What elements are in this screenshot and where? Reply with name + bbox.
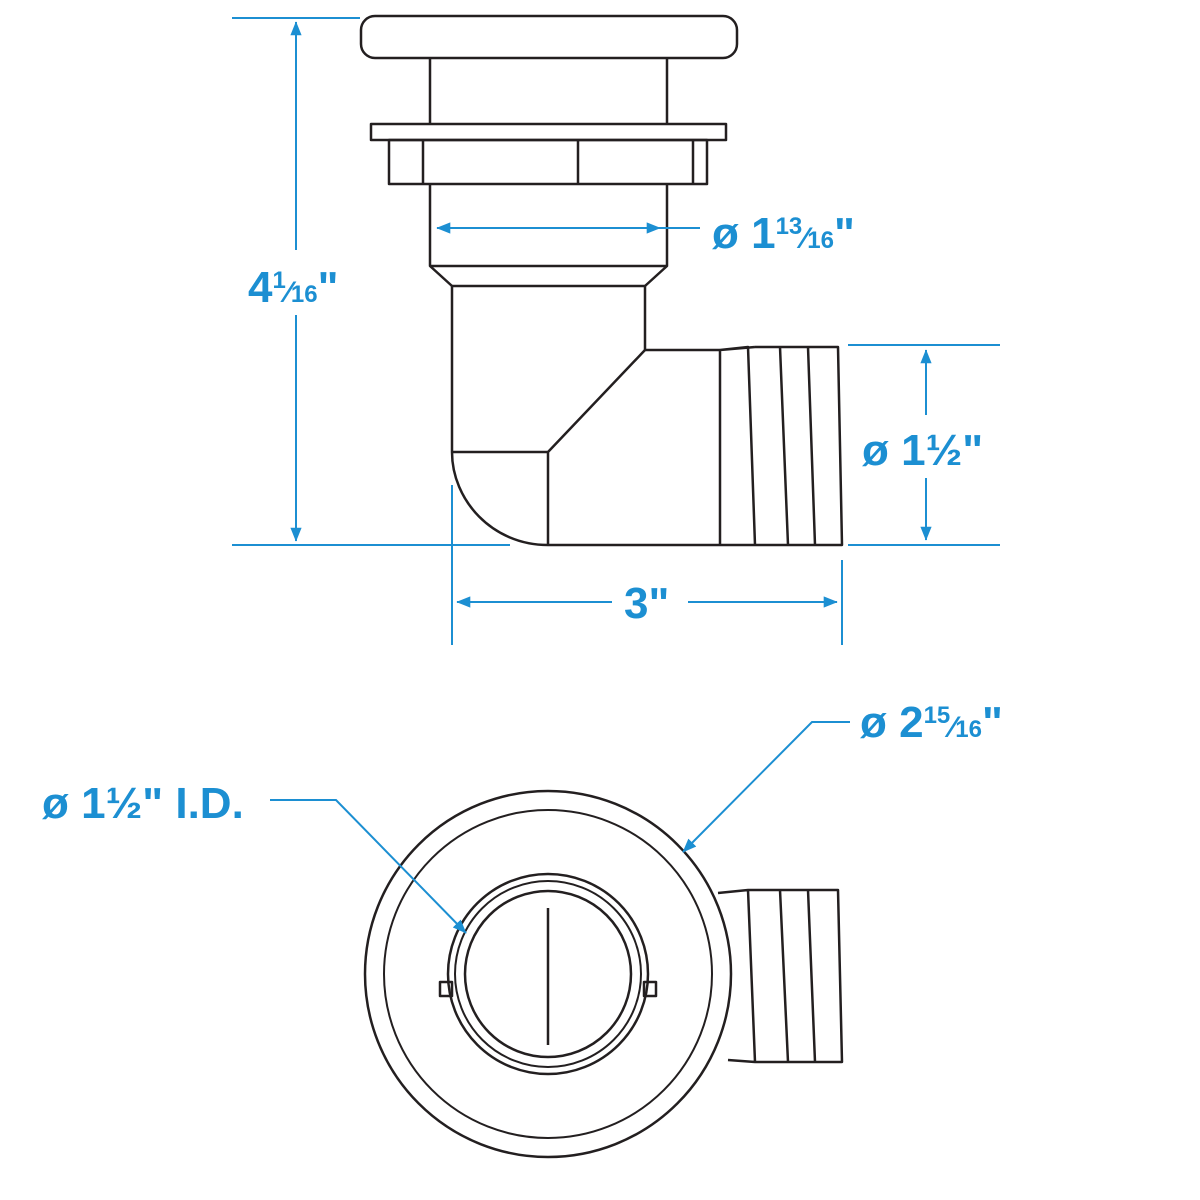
side-view bbox=[359, 14, 844, 547]
opening-bore bbox=[463, 889, 633, 1059]
opening-ring-mid bbox=[454, 880, 642, 1068]
hose-barb bbox=[718, 345, 844, 547]
nut-washer bbox=[369, 122, 728, 142]
flange-cap bbox=[359, 14, 739, 60]
top-view bbox=[363, 789, 844, 1159]
upper-body bbox=[428, 58, 669, 124]
barb-diameter-label: ø 1½" bbox=[862, 426, 983, 475]
throat-diameter-label: ø 113⁄16" bbox=[712, 209, 855, 258]
threaded-shank bbox=[428, 184, 669, 287]
flange-rim bbox=[383, 809, 713, 1139]
tab-left bbox=[438, 980, 454, 998]
inner-diameter-label: ø 1½" I.D. bbox=[42, 779, 244, 828]
tab-right bbox=[642, 980, 658, 998]
flange-diameter-label: ø 215⁄16" bbox=[860, 698, 1003, 747]
length-label: 3" bbox=[624, 579, 669, 628]
opening-ring-outer bbox=[446, 872, 650, 1076]
elbow-body bbox=[450, 284, 720, 547]
height-label: 41⁄16" bbox=[248, 263, 338, 312]
side-dimensions: 41⁄16" ø 113⁄16" ø 1½" 3" bbox=[232, 17, 1000, 645]
top-dimensions: ø 215⁄16" ø 1½" I.D. bbox=[42, 698, 1003, 934]
top-hose-barb bbox=[717, 888, 844, 1064]
flange-leader bbox=[682, 721, 850, 853]
id-leader bbox=[270, 799, 467, 934]
hex-nut bbox=[387, 138, 709, 186]
hex-nut-faces bbox=[421, 140, 695, 184]
elbow-seam bbox=[452, 349, 646, 545]
